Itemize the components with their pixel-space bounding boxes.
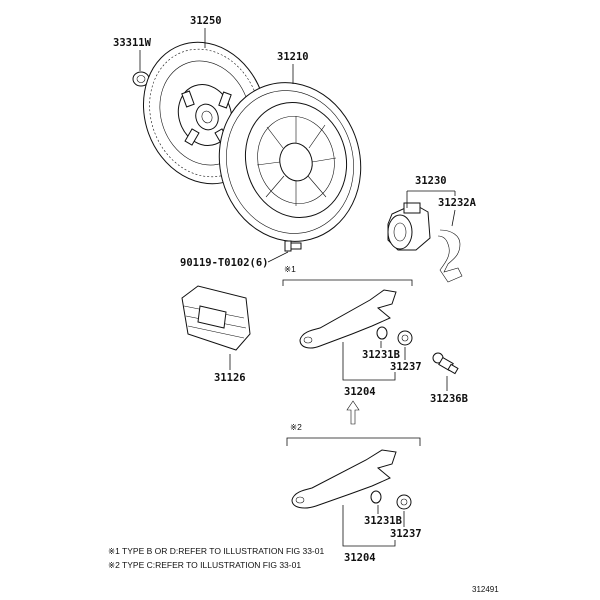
release-fork-1-drawing — [299, 289, 397, 349]
label-31204-1: 31204 — [344, 386, 376, 398]
ball-stud-drawing — [432, 352, 459, 375]
label-33311w: 33311W — [113, 37, 152, 49]
retaining-clip-drawing — [437, 229, 463, 283]
release-fork-2-drawing — [291, 449, 397, 509]
fork-bush-2-drawing — [396, 494, 412, 510]
fork-spring-1-drawing — [376, 326, 388, 340]
label-31232a: 31232A — [438, 197, 477, 209]
group2-marker: ※2 — [290, 422, 302, 432]
label-90119-t0102: 90119-T0102(6) — [180, 257, 269, 269]
leader-90119 — [267, 251, 289, 263]
release-fork-boot-drawing — [181, 285, 251, 351]
fork-spring-2-drawing — [370, 490, 382, 504]
footnote-type-b-d: ※1 TYPE B OR D:REFER TO ILLUSTRATION FIG… — [108, 546, 324, 556]
label-31230: 31230 — [415, 175, 447, 187]
leader-31204-2 — [342, 505, 396, 547]
label-31210: 31210 — [277, 51, 309, 63]
footnote-type-c: ※2 TYPE C:REFER TO ILLUSTRATION FIG 33-0… — [108, 560, 301, 570]
group1-marker: ※1 — [284, 264, 296, 274]
leader-31204-1 — [342, 342, 396, 381]
label-31204-2: 31204 — [344, 552, 376, 564]
supersession-arrow-icon — [346, 400, 360, 425]
label-31231b-1: 31231B — [362, 349, 400, 361]
clutch-cover-drawing — [218, 82, 362, 242]
fork-bush-1-drawing — [397, 330, 413, 346]
release-bearing-drawing — [387, 202, 431, 251]
label-31237-2: 31237 — [390, 528, 422, 540]
label-31237-1: 31237 — [390, 361, 422, 373]
cover-bolt-drawing — [284, 240, 302, 252]
leader-31232a — [451, 209, 456, 227]
label-31231b-2: 31231B — [364, 515, 402, 527]
label-31126: 31126 — [214, 372, 246, 384]
figure-number: 312491 — [472, 585, 499, 594]
label-31250: 31250 — [190, 15, 222, 27]
group2-bracket — [286, 437, 421, 446]
leader-31230 — [406, 190, 456, 208]
label-31236b: 31236B — [430, 393, 468, 405]
group1-bracket — [282, 279, 413, 286]
